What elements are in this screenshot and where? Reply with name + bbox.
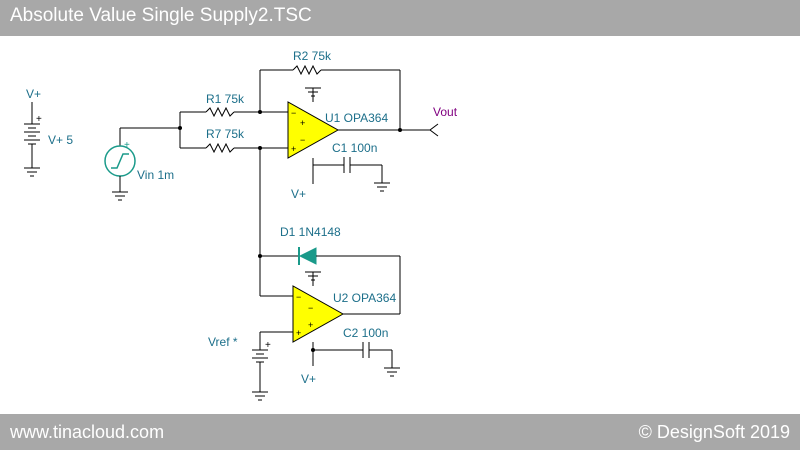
opamp-u2[interactable]: − + − + xyxy=(292,285,345,343)
resistor-r1[interactable] xyxy=(205,106,235,118)
u1-label: U1 OPA364 xyxy=(325,111,388,125)
d1-label: D1 1N4148 xyxy=(280,225,341,239)
svg-text:−: − xyxy=(300,135,305,145)
svg-text:+: + xyxy=(308,320,313,330)
vref-battery[interactable]: + xyxy=(252,332,271,401)
schematic-canvas: + V+ V+ 5 + Vin 1m R1 75k R7 75k R2 75k xyxy=(24,49,458,401)
u2-supply-label: V+ xyxy=(301,372,316,386)
footer-url[interactable]: www.tinacloud.com xyxy=(10,422,165,442)
footer-bar: www.tinacloud.com © DesignSoft 2019 xyxy=(0,414,800,450)
svg-text:−: − xyxy=(296,292,301,302)
vref-label: Vref * xyxy=(208,335,238,349)
vout-label: Vout xyxy=(433,105,458,119)
opamp-u1[interactable]: − + + − xyxy=(287,101,340,159)
source-label: Vin 1m xyxy=(137,168,174,182)
resistor-r2[interactable] xyxy=(292,64,322,76)
r2-label: R2 75k xyxy=(293,49,332,63)
supply-label: V+ 5 xyxy=(48,133,73,147)
svg-text:+: + xyxy=(265,340,271,351)
c1-label: C1 100n xyxy=(332,141,377,155)
u2-label: U2 OPA364 xyxy=(333,291,396,305)
svg-text:−: − xyxy=(308,303,313,313)
svg-text:+: + xyxy=(296,328,301,338)
svg-text:+: + xyxy=(291,144,296,154)
supply-battery[interactable]: + xyxy=(24,102,42,177)
supply-node-label: V+ xyxy=(26,87,41,101)
capacitor-c1[interactable] xyxy=(343,157,351,173)
resistor-r7[interactable] xyxy=(205,142,235,154)
r7-label: R7 75k xyxy=(206,127,245,141)
footer-copyright: © DesignSoft 2019 xyxy=(638,422,790,442)
diode-d1[interactable] xyxy=(298,247,317,265)
u1-supply-label: V+ xyxy=(291,187,306,201)
title-bar: Absolute Value Single Supply2.TSC xyxy=(0,0,800,36)
r1-label: R1 75k xyxy=(206,92,245,106)
capacitor-c2[interactable] xyxy=(362,342,370,358)
svg-text:+: + xyxy=(124,140,130,151)
svg-text:+: + xyxy=(300,118,305,128)
window-title: Absolute Value Single Supply2.TSC xyxy=(10,5,312,26)
svg-text:−: − xyxy=(291,108,296,118)
input-source[interactable]: + xyxy=(104,128,136,201)
svg-text:+: + xyxy=(36,114,42,125)
c2-label: C2 100n xyxy=(343,326,388,340)
